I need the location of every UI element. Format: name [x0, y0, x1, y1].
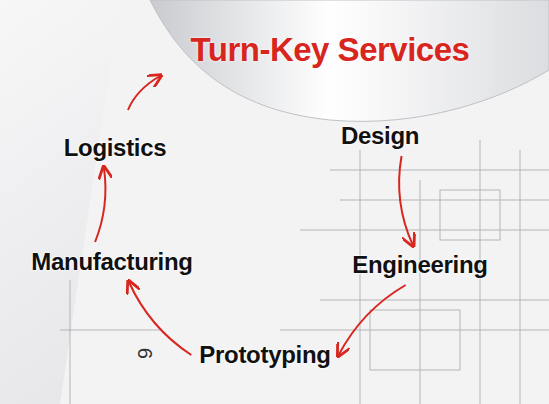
step-label: Prototyping	[199, 341, 330, 369]
step-node: Manufacturing	[27, 246, 196, 278]
flow-arrow	[129, 282, 191, 355]
step-node: Logistics	[60, 132, 171, 164]
step-node: Design	[337, 120, 423, 152]
step-label: Design	[341, 122, 419, 150]
diagram-title: Turn-Key Services	[191, 31, 470, 69]
flow-arrow	[399, 156, 413, 245]
step-label: Manufacturing	[31, 248, 192, 276]
step-node: Prototyping	[195, 339, 334, 371]
step-label: Engineering	[352, 251, 487, 279]
flow-arrow	[339, 285, 406, 355]
flow-arrow	[95, 168, 105, 242]
sheet-number: 9	[134, 348, 157, 359]
step-node: Engineering	[348, 249, 491, 281]
step-label: Logistics	[64, 134, 167, 162]
